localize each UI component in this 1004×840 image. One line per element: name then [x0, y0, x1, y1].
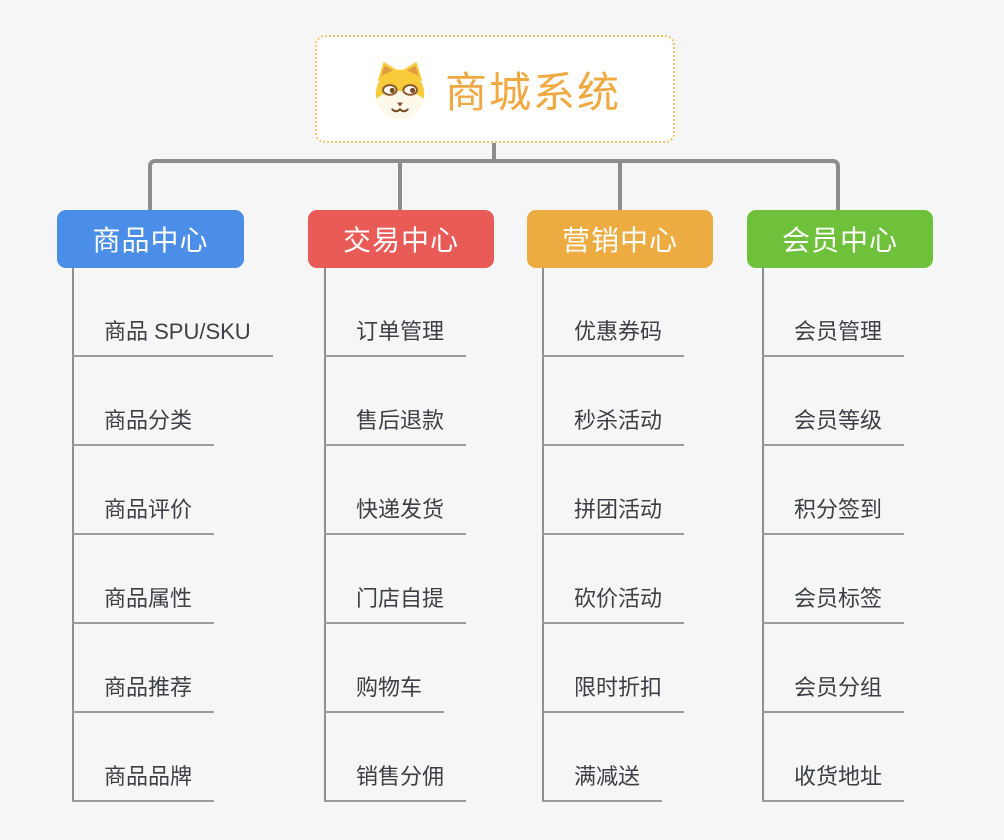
leaf-item[interactable]: 会员管理 — [762, 317, 905, 357]
connector-root-stub — [492, 143, 496, 160]
leaf-item[interactable]: 商品推荐 — [72, 673, 215, 713]
branch-marketing-center[interactable]: 营销中心 — [527, 210, 713, 268]
leaf-item[interactable]: 快递发货 — [324, 495, 467, 535]
connector-bus — [148, 159, 840, 210]
leaf-item[interactable]: 收货地址 — [762, 762, 905, 802]
leaf-item[interactable]: 限时折扣 — [542, 673, 685, 713]
branch-member-center[interactable]: 会员中心 — [747, 210, 933, 268]
branch-trade-center[interactable]: 交易中心 — [308, 210, 494, 268]
leaf-item[interactable]: 商品品牌 — [72, 762, 215, 802]
leaf-item[interactable]: 商品属性 — [72, 584, 215, 624]
leaf-item[interactable]: 满减送 — [542, 762, 663, 802]
leaf-item[interactable]: 优惠券码 — [542, 317, 685, 357]
leaf-item[interactable]: 砍价活动 — [542, 584, 685, 624]
leaf-item[interactable]: 会员等级 — [762, 406, 905, 446]
leaf-item[interactable]: 积分签到 — [762, 495, 905, 535]
leaf-item[interactable]: 销售分佣 — [324, 762, 467, 802]
leaf-item[interactable]: 订单管理 — [324, 317, 467, 357]
root-title: 商城系统 — [444, 68, 621, 116]
leaf-item[interactable]: 商品评价 — [72, 495, 215, 535]
leaf-item[interactable]: 购物车 — [324, 673, 445, 713]
leaf-item[interactable]: 拼团活动 — [542, 495, 685, 535]
branch-product-center[interactable]: 商品中心 — [57, 210, 244, 268]
dog-face-icon — [375, 61, 425, 119]
leaf-item[interactable]: 商品分类 — [72, 406, 215, 446]
connector-drop-trade — [398, 163, 402, 210]
leaf-item[interactable]: 门店自提 — [324, 584, 467, 624]
leaf-item[interactable]: 商品 SPU/SKU — [72, 317, 273, 357]
root-node[interactable]: 商城系统 — [315, 35, 675, 143]
leaf-item[interactable]: 秒杀活动 — [542, 406, 685, 446]
connector-drop-marketing — [618, 163, 622, 210]
leaf-item[interactable]: 售后退款 — [324, 406, 467, 446]
leaf-item[interactable]: 会员分组 — [762, 673, 905, 713]
leaf-item[interactable]: 会员标签 — [762, 584, 905, 624]
